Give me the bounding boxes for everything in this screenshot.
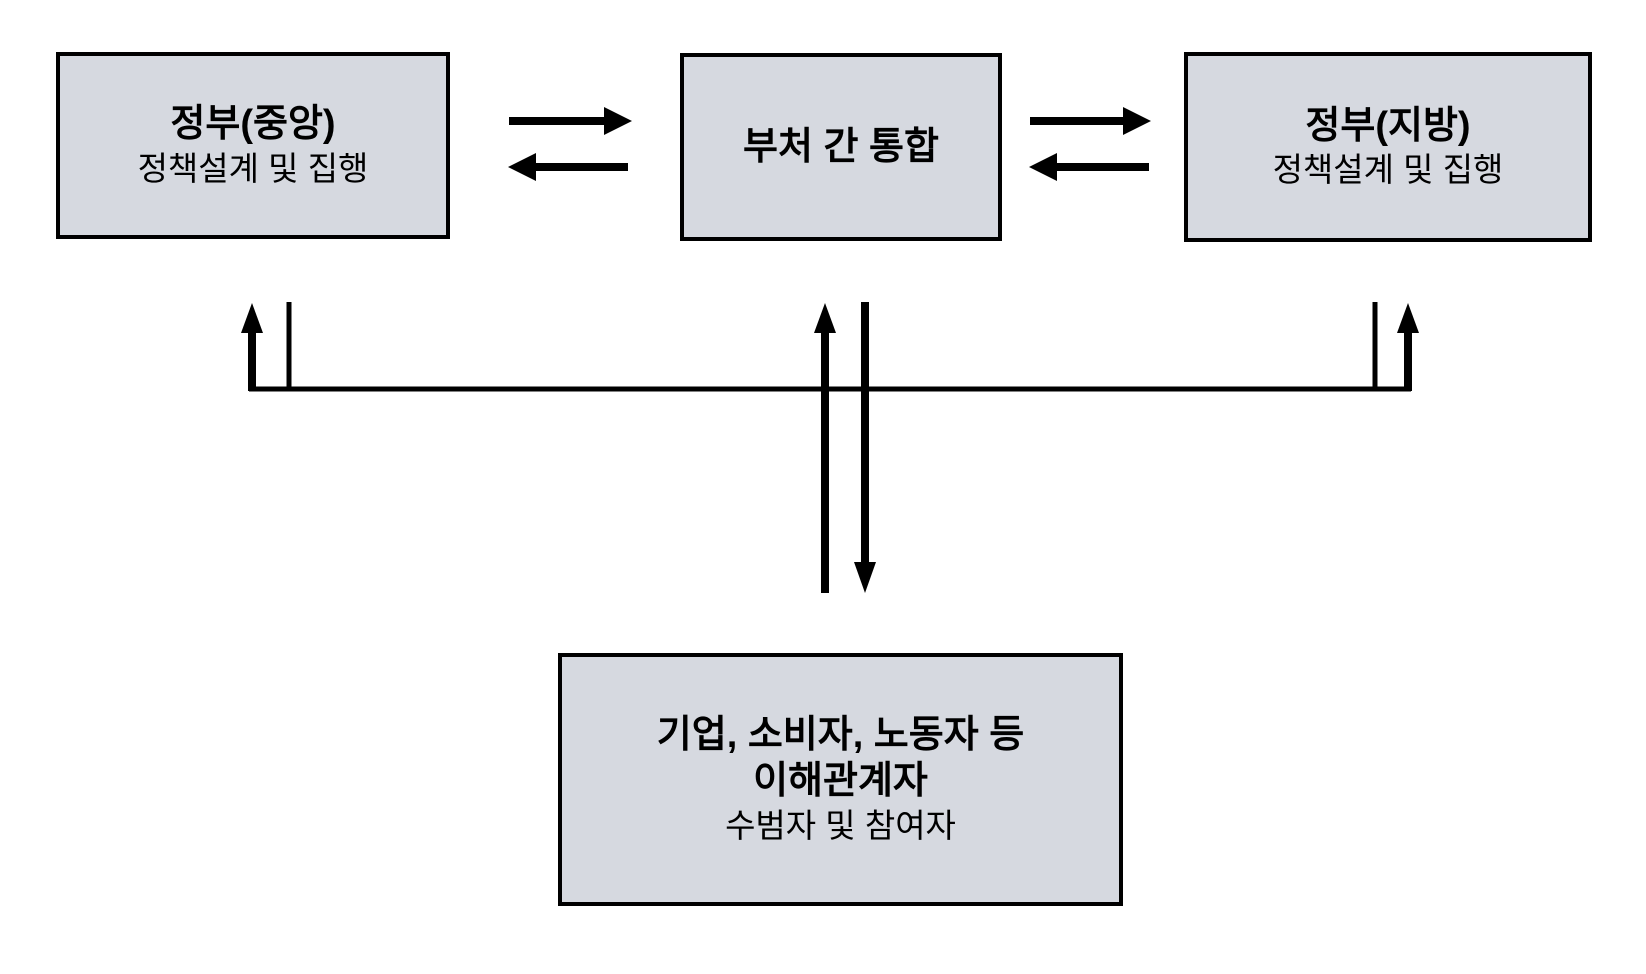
node-gov-local-subtitle: 정책설계 및 집행 xyxy=(1272,151,1504,189)
arrow-integration-to-central xyxy=(508,153,628,181)
arrow-local-to-integration xyxy=(1029,153,1149,181)
arrow-stakeholders-to-integration xyxy=(814,303,836,593)
node-gov-central: 정부(중앙) 정책설계 및 집행 xyxy=(56,52,450,239)
node-stakeholders: 기업, 소비자, 노동자 등 이해관계자 수범자 및 참여자 xyxy=(558,653,1123,906)
node-gov-local: 정부(지방) 정책설계 및 집행 xyxy=(1184,52,1592,242)
node-gov-central-title: 정부(중앙) xyxy=(170,103,336,146)
arrow-bus-to-local xyxy=(1397,303,1419,391)
arrow-bus-to-central xyxy=(241,303,263,391)
node-stakeholders-line1: 기업, 소비자, 노동자 등 xyxy=(656,714,1025,757)
arrow-central-to-integration xyxy=(509,107,632,135)
node-gov-central-subtitle: 정책설계 및 집행 xyxy=(137,149,369,187)
arrow-integration-to-stakeholders xyxy=(854,302,876,593)
arrow-integration-to-local xyxy=(1030,107,1151,135)
node-stakeholders-line2: 이해관계자 xyxy=(753,760,928,803)
node-gov-local-title: 정부(지방) xyxy=(1305,104,1471,147)
node-integration-title: 부처 간 통합 xyxy=(743,125,939,168)
node-stakeholders-subtitle: 수범자 및 참여자 xyxy=(725,806,956,844)
node-integration: 부처 간 통합 xyxy=(680,53,1002,241)
